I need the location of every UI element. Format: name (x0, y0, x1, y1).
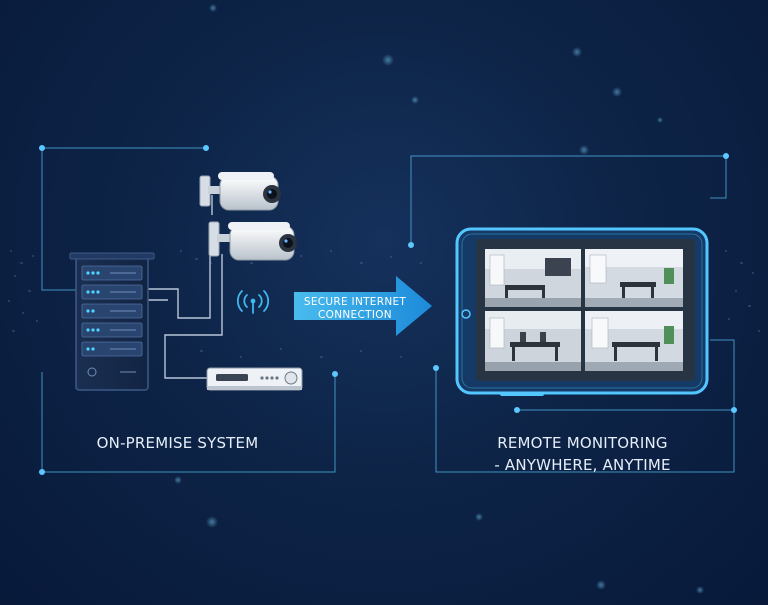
circuit-nodes (39, 145, 737, 475)
secure-connection-arrow (294, 276, 432, 336)
nvr-recorder-icon (206, 367, 303, 391)
wifi-signal-icon (236, 290, 270, 314)
arrow-label-line-2: CONNECTION (318, 309, 392, 321)
on-premise-label: ON-PREMISE SYSTEM (96, 434, 259, 452)
security-camera-icon (208, 221, 297, 261)
connection-cables (148, 195, 223, 379)
background-bokeh (174, 4, 704, 594)
camera-feed-grid (485, 249, 683, 371)
server-rack-icon (69, 252, 155, 391)
camera-feed-1 (485, 249, 581, 307)
camera-feed-4 (585, 311, 683, 371)
remote-monitoring-sublabel: - ANYWHERE, ANYTIME (494, 456, 671, 474)
tablet-icon (455, 227, 709, 396)
data-pattern (8, 250, 760, 358)
camera-feed-2 (585, 249, 683, 307)
arrow-label-line-1: SECURE INTERNET (303, 296, 407, 308)
security-camera-icon (199, 172, 281, 211)
remote-monitoring-label: REMOTE MONITORING (497, 434, 668, 452)
camera-feed-3 (485, 311, 581, 371)
